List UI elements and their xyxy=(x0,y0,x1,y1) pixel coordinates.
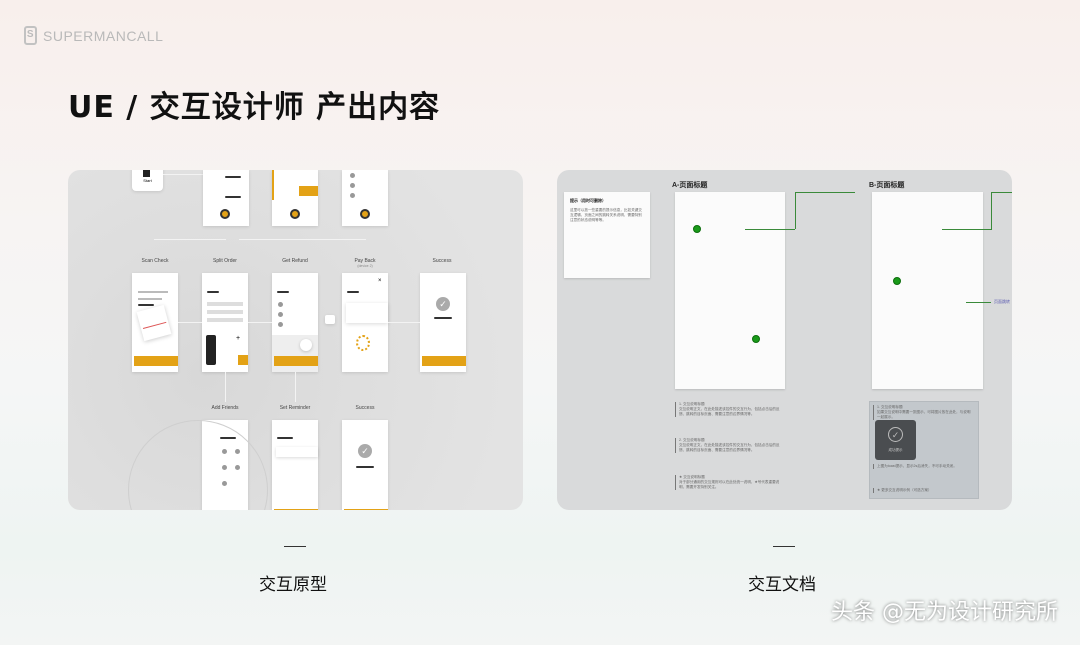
annotation-note-selected[interactable]: 1. 交互说明标题如果交互说明中需要一张图示，可将图片放在此处，与说明一起展示。… xyxy=(869,401,979,499)
screen-scan-check xyxy=(132,273,178,372)
check-icon: ✓ xyxy=(436,297,450,311)
flow-line xyxy=(163,174,203,175)
flow-label: Add Friends xyxy=(211,405,239,411)
brand-logo: S SUPERMANCALL xyxy=(24,26,163,45)
link-icon xyxy=(325,315,335,324)
flow-label: Pay Back xyxy=(354,258,376,264)
watermark: 头条 @无为设计研究所 xyxy=(831,600,1058,625)
documentation-panel: 提示（用时可删除） 这里可以放一些重要的提示信息，比如关键交互逻辑，页面之间的跳… xyxy=(557,170,1012,510)
screen-home-2 xyxy=(272,170,318,226)
annotation-note: 1. 交互说明标题如果交互说明中需要一张图示，可将图片放在此处，与说明一起展示。 xyxy=(873,405,973,420)
annotation-note: 2. 交互说明标题交互说明正文，在此处描述该控件的交互行为，包括点击后的反馈、跳… xyxy=(675,438,785,453)
link-label: 页面跳转 xyxy=(994,299,1010,304)
prototype-panel: Start Scan Check Split Order Get Refund … xyxy=(68,170,523,510)
toast-preview: ✓ 成功提示 xyxy=(875,420,916,460)
annotation-note: 1. 交互说明标题交互说明正文，在此处描述该控件的交互行为，包括点击后的反馈、跳… xyxy=(675,402,785,417)
start-node: Start xyxy=(132,170,163,191)
note-title: 提示（用时可删除） xyxy=(570,198,606,203)
caption-documentation: 交互文档 xyxy=(748,575,816,595)
check-icon: ✓ xyxy=(888,427,903,442)
screen-success-2: ✓ xyxy=(342,420,388,510)
start-label: Start xyxy=(143,178,152,183)
frame-b xyxy=(872,192,983,389)
logo-mark-icon: S xyxy=(24,26,37,45)
flow-label: Split Order xyxy=(213,258,237,264)
fingerprint-icon xyxy=(356,335,370,351)
annotation-note: ★ 交互说明标题对于部分通用的交互规则可以在此处统一说明，★号代表重要说明，需要… xyxy=(675,475,785,490)
caption-prototype: 交互原型 xyxy=(259,575,327,595)
flow-label: Scan Check xyxy=(141,258,169,264)
caption-divider xyxy=(284,546,306,547)
flow-sublabel: (device 2) xyxy=(357,264,373,268)
flow-label: Set Reminder xyxy=(279,405,311,411)
annotation-pin[interactable] xyxy=(893,277,901,285)
screen-pay-back: × xyxy=(342,273,388,372)
flow-label: Get Refund xyxy=(282,258,308,264)
toast-label: 成功提示 xyxy=(888,448,903,452)
screen-set-reminder xyxy=(272,420,318,510)
screen-home-1 xyxy=(203,170,249,226)
flow-label: Success xyxy=(432,258,452,264)
annotation-pin[interactable] xyxy=(693,225,701,233)
note-card: 提示（用时可删除） 这里可以放一些重要的提示信息，比如关键交互逻辑，页面之间的跳… xyxy=(564,192,650,278)
frame-a-title: A-页面标题 xyxy=(672,182,708,189)
page-title: UE / 交互设计师 产出内容 xyxy=(68,90,441,125)
flag-icon xyxy=(143,170,150,177)
screen-success-1: ✓ xyxy=(420,273,466,372)
caption-divider xyxy=(773,546,795,547)
annotation-note: ★ 更多交互说明示例（可选方案） xyxy=(873,488,973,493)
frame-b-title: B-页面标题 xyxy=(869,182,905,189)
screen-home-3 xyxy=(342,170,388,226)
screen-split-order: + xyxy=(202,273,248,372)
clock-icon xyxy=(300,339,312,351)
check-icon: ✓ xyxy=(358,444,372,458)
annotation-note: 上图为toast提示，显示2s后消失，不可手动关闭。 xyxy=(873,464,973,469)
annotation-pin[interactable] xyxy=(752,335,760,343)
screen-get-refund xyxy=(272,273,318,372)
flow-label: Success xyxy=(355,405,375,411)
flow-arrow xyxy=(745,229,795,230)
brand-name: SUPERMANCALL xyxy=(43,27,164,44)
note-body: 这里可以放一些重要的提示信息，比如关键交互逻辑，页面之间的跳转关系说明，需要特别… xyxy=(570,208,642,222)
frame-a xyxy=(675,192,785,389)
